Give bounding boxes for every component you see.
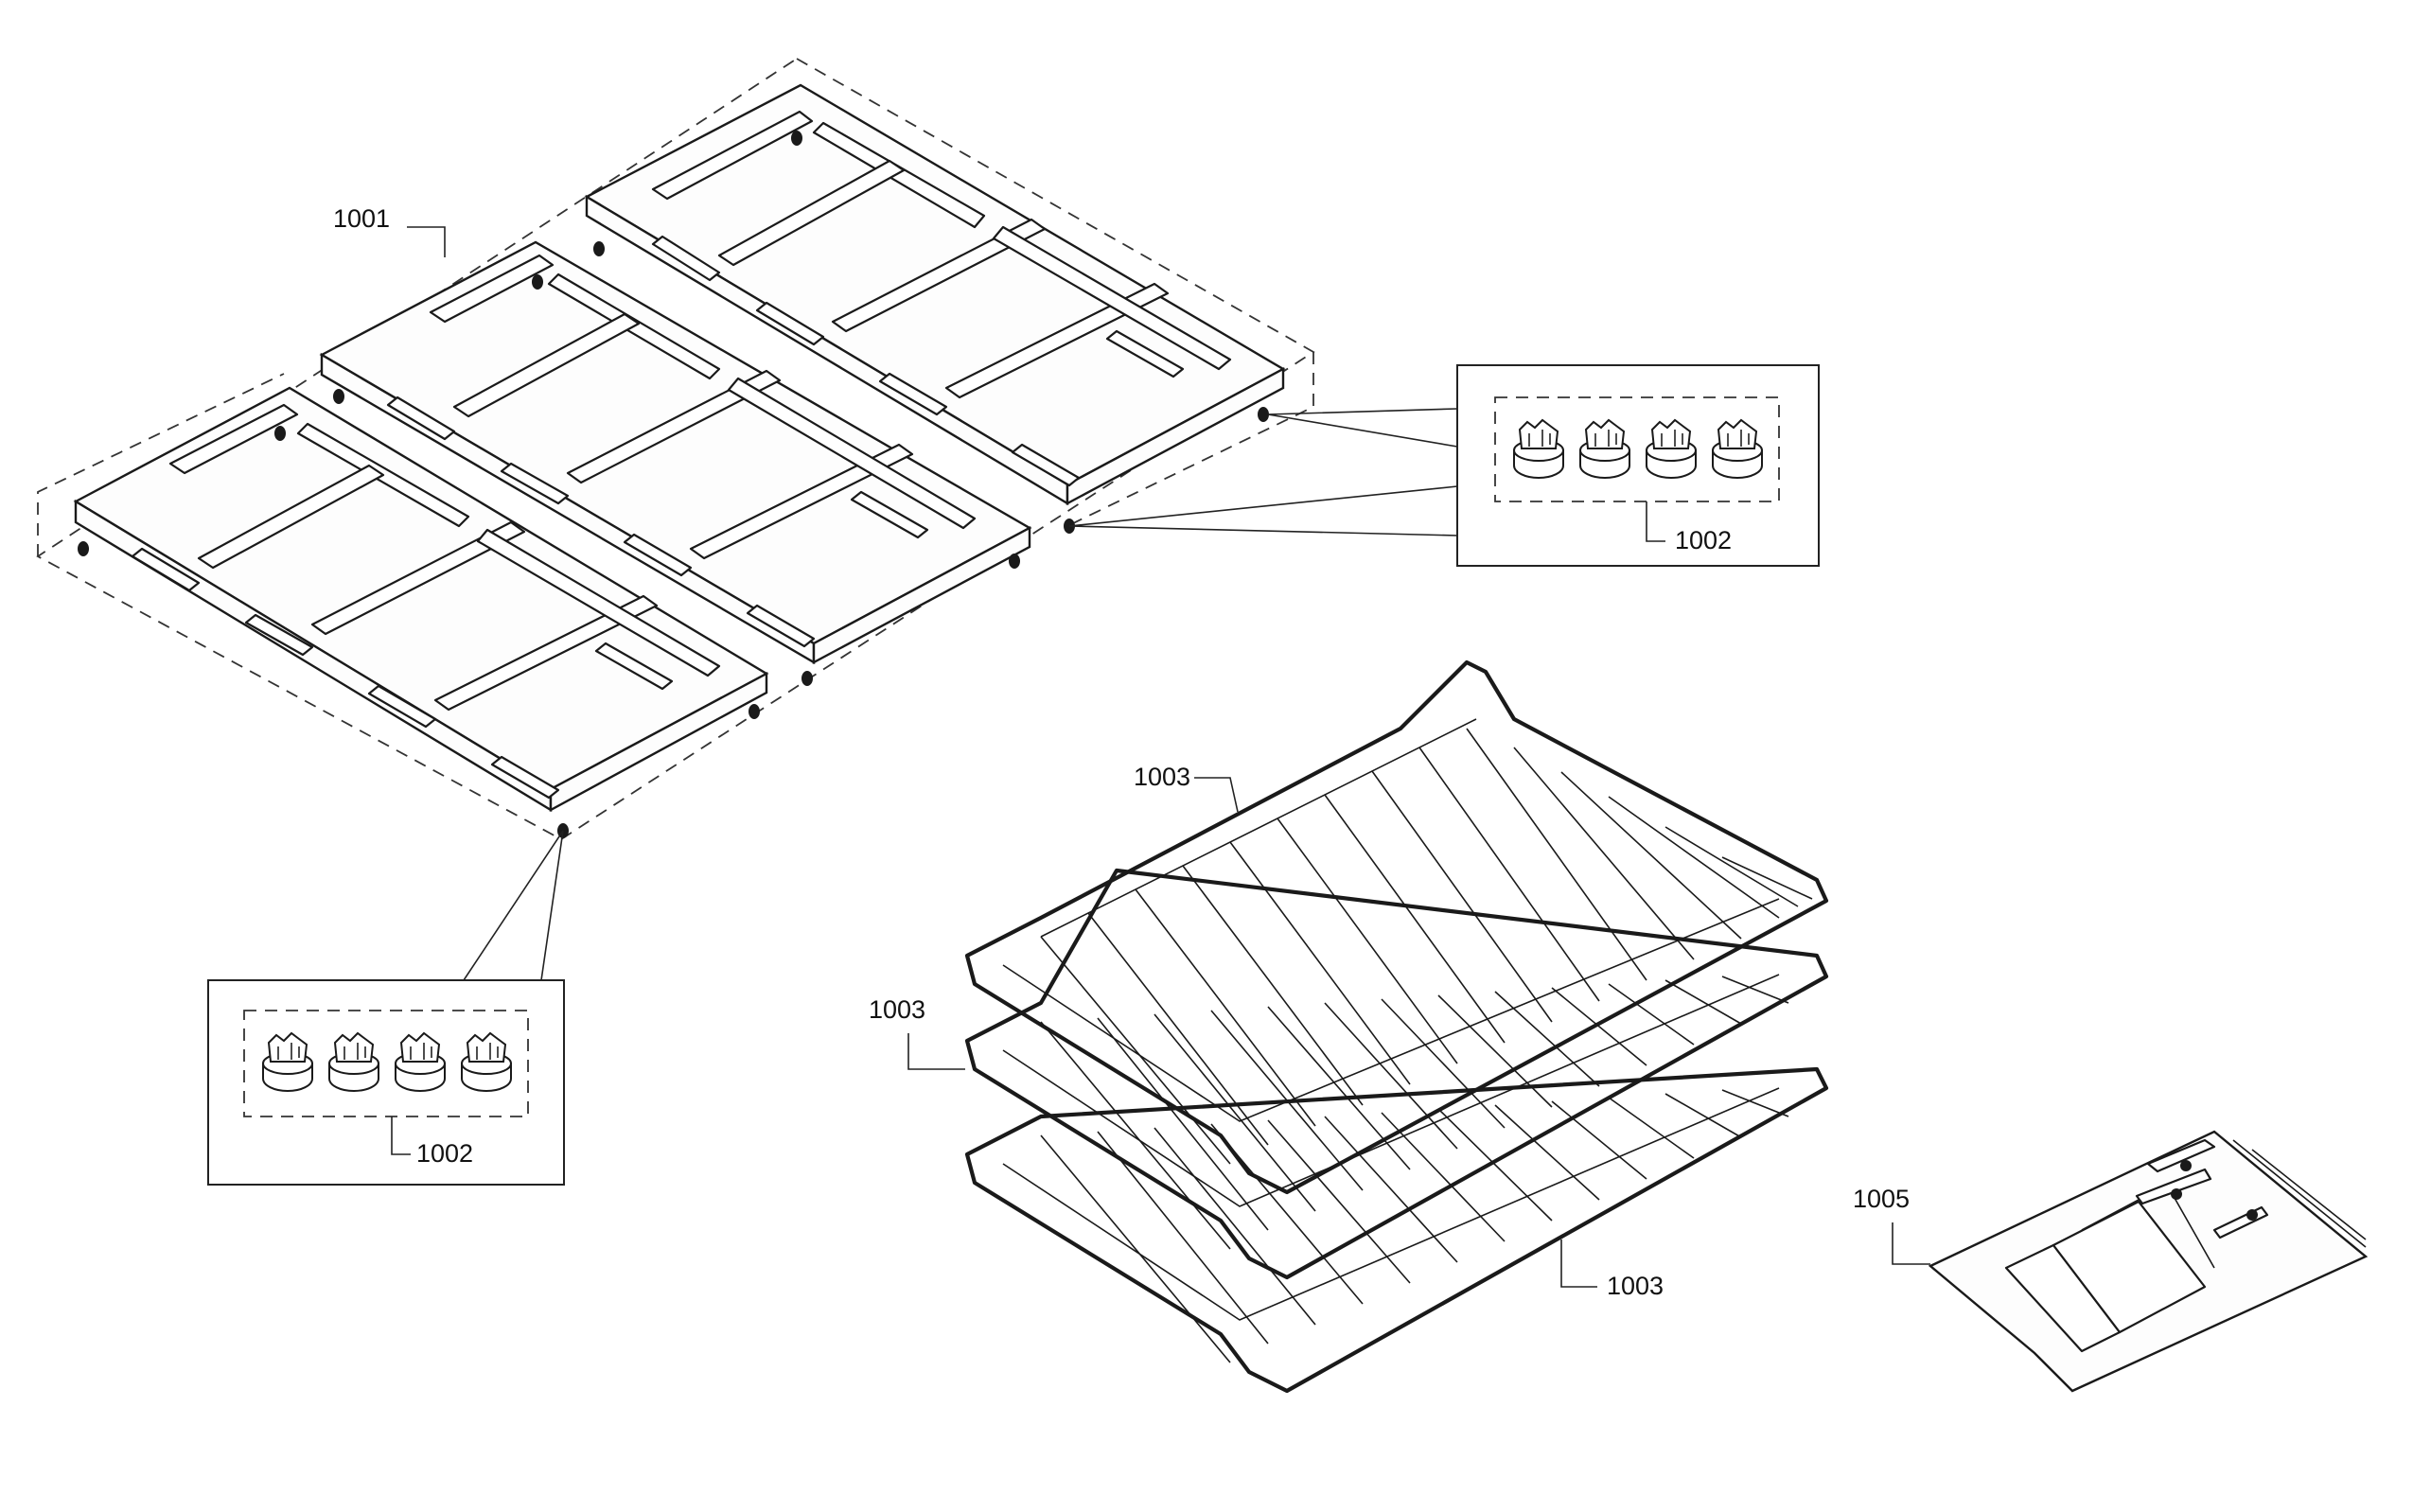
rubber-foot-icon [461, 1032, 512, 1092]
rubber-foot-icon [1712, 419, 1763, 479]
leader-1002-left [463, 830, 564, 981]
hardware-kit-bag [1892, 1130, 2369, 1393]
rubber-foot-icon [1513, 419, 1564, 479]
callout-1001: 1001 [333, 204, 391, 233]
leader-1005 [1892, 1222, 1930, 1265]
grates-dashed-inner [37, 352, 1314, 556]
leader-1003-middle [907, 1033, 965, 1070]
grate-feet-dots [78, 131, 1269, 838]
rack-bottom [964, 1066, 1829, 1394]
rubber-foot-icon [328, 1032, 379, 1092]
rubber-foot-icon [1579, 419, 1630, 479]
burner-grates-group [36, 57, 1315, 841]
leader-1003-top [1194, 777, 1239, 813]
rubber-foot-icon [395, 1032, 446, 1092]
callout-1003-bottom: 1003 [1607, 1272, 1664, 1300]
grate-back [584, 83, 1286, 506]
feet-bag-left [207, 830, 565, 1186]
rack-middle [964, 868, 1829, 1280]
callout-1005: 1005 [1853, 1185, 1911, 1213]
leader-1003-bottom [1560, 1239, 1597, 1288]
leader-1002-right [1068, 408, 1458, 536]
rubber-foot-icon [1646, 419, 1697, 479]
leader-1001 [407, 226, 446, 257]
callout-1002-right: 1002 [1675, 526, 1733, 554]
grate-front [73, 386, 769, 813]
rubber-foot-icon [262, 1032, 313, 1092]
feet-bag-right [1068, 364, 1820, 567]
leader-1002-right-inner [1646, 501, 1665, 542]
leader-1002-left-inner [391, 1116, 411, 1155]
oven-racks-group [907, 659, 1829, 1394]
callout-1003-middle: 1003 [869, 995, 926, 1024]
callout-1003-top: 1003 [1134, 763, 1191, 791]
grate-middle [319, 240, 1032, 665]
grates-dashed-outline [36, 57, 1315, 841]
callout-1002-left: 1002 [416, 1139, 474, 1168]
rack-top [964, 659, 1829, 1195]
